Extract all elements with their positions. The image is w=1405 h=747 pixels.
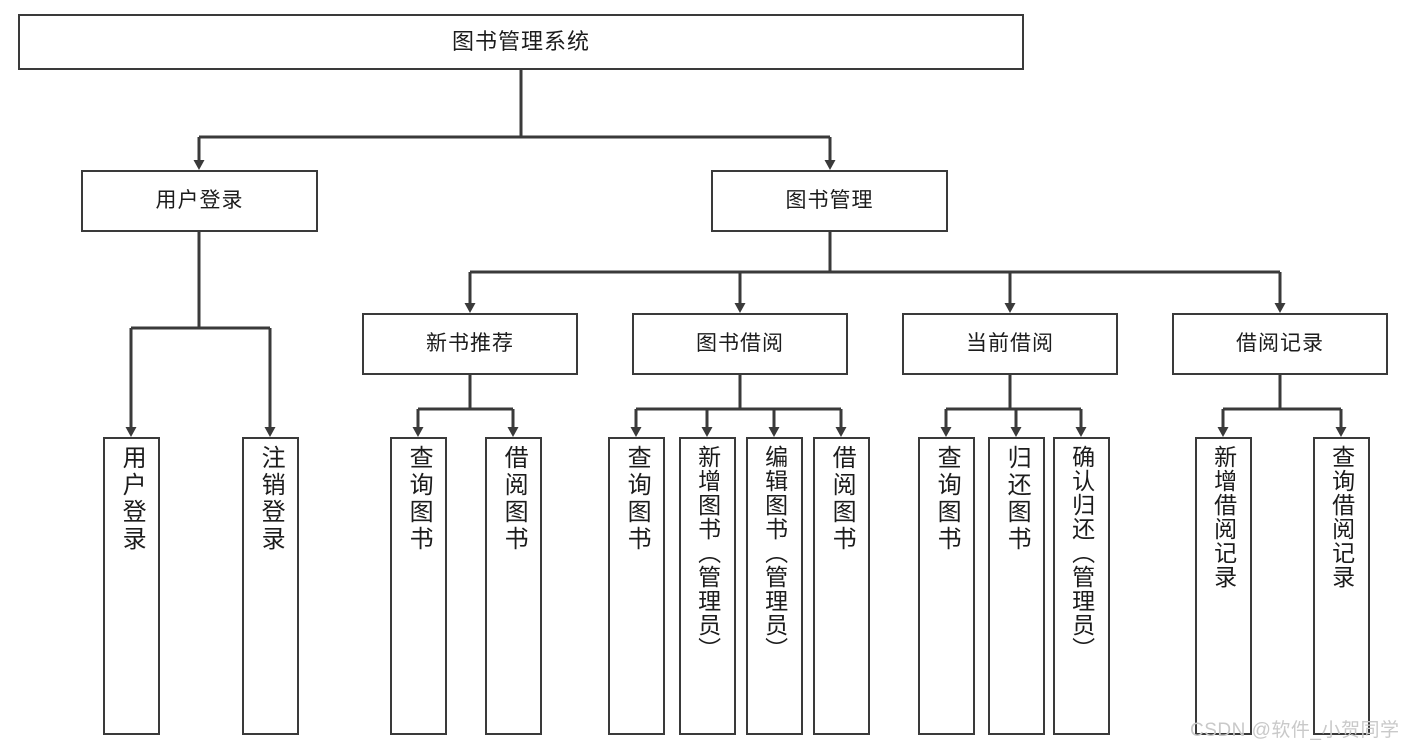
- csdn-watermark: CSDN @软件_小贺同学: [1190, 720, 1400, 741]
- node-label: 新增借阅记录: [1210, 445, 1237, 589]
- node-label: 归还图书: [1003, 445, 1031, 553]
- node-leaf-edit-book[interactable]: 编辑图书（管理员）: [746, 437, 803, 735]
- node-label: 借阅图书: [828, 445, 856, 553]
- node-label: 用户登录: [155, 188, 244, 212]
- node-leaf-query-book-2[interactable]: 查询图书: [608, 437, 665, 735]
- node-label: 当前借阅: [966, 331, 1054, 355]
- node-leaf-query-record[interactable]: 查询借阅记录: [1313, 437, 1370, 735]
- node-leaf-confirm-return[interactable]: 确认归还（管理员）: [1053, 437, 1110, 735]
- node-new-book-recommend[interactable]: 新书推荐: [362, 313, 578, 375]
- node-label: 查询图书: [623, 445, 651, 553]
- node-leaf-user-login[interactable]: 用户登录: [103, 437, 160, 735]
- node-label: 查询图书: [933, 445, 961, 553]
- node-label: 编辑图书（管理员）: [761, 445, 788, 661]
- node-current-borrow[interactable]: 当前借阅: [902, 313, 1118, 375]
- node-label: 借阅记录: [1236, 331, 1324, 355]
- node-user-login[interactable]: 用户登录: [81, 170, 318, 232]
- node-borrow-record[interactable]: 借阅记录: [1172, 313, 1388, 375]
- node-label: 注销登录: [257, 445, 285, 553]
- node-leaf-add-record[interactable]: 新增借阅记录: [1195, 437, 1252, 735]
- node-leaf-logout-login[interactable]: 注销登录: [242, 437, 299, 735]
- node-label: 新增图书（管理员）: [694, 445, 721, 661]
- node-label: 图书管理: [785, 188, 874, 212]
- node-leaf-query-book-3[interactable]: 查询图书: [918, 437, 975, 735]
- node-label: 图书管理系统: [451, 29, 590, 55]
- node-leaf-return-book[interactable]: 归还图书: [988, 437, 1045, 735]
- node-label: 查询图书: [405, 445, 433, 553]
- node-label: 查询借阅记录: [1328, 445, 1355, 589]
- node-label: 图书借阅: [696, 331, 784, 355]
- node-label: 新书推荐: [426, 331, 514, 355]
- node-label: 确认归还（管理员）: [1068, 445, 1095, 661]
- node-leaf-borrow-book-2[interactable]: 借阅图书: [813, 437, 870, 735]
- node-label: 用户登录: [118, 445, 146, 553]
- node-book-borrow[interactable]: 图书借阅: [632, 313, 848, 375]
- node-leaf-add-book[interactable]: 新增图书（管理员）: [679, 437, 736, 735]
- node-leaf-borrow-book-1[interactable]: 借阅图书: [485, 437, 542, 735]
- node-leaf-query-book-1[interactable]: 查询图书: [390, 437, 447, 735]
- node-root-system[interactable]: 图书管理系统: [18, 14, 1024, 70]
- node-book-manage[interactable]: 图书管理: [711, 170, 948, 232]
- node-label: 借阅图书: [500, 445, 528, 553]
